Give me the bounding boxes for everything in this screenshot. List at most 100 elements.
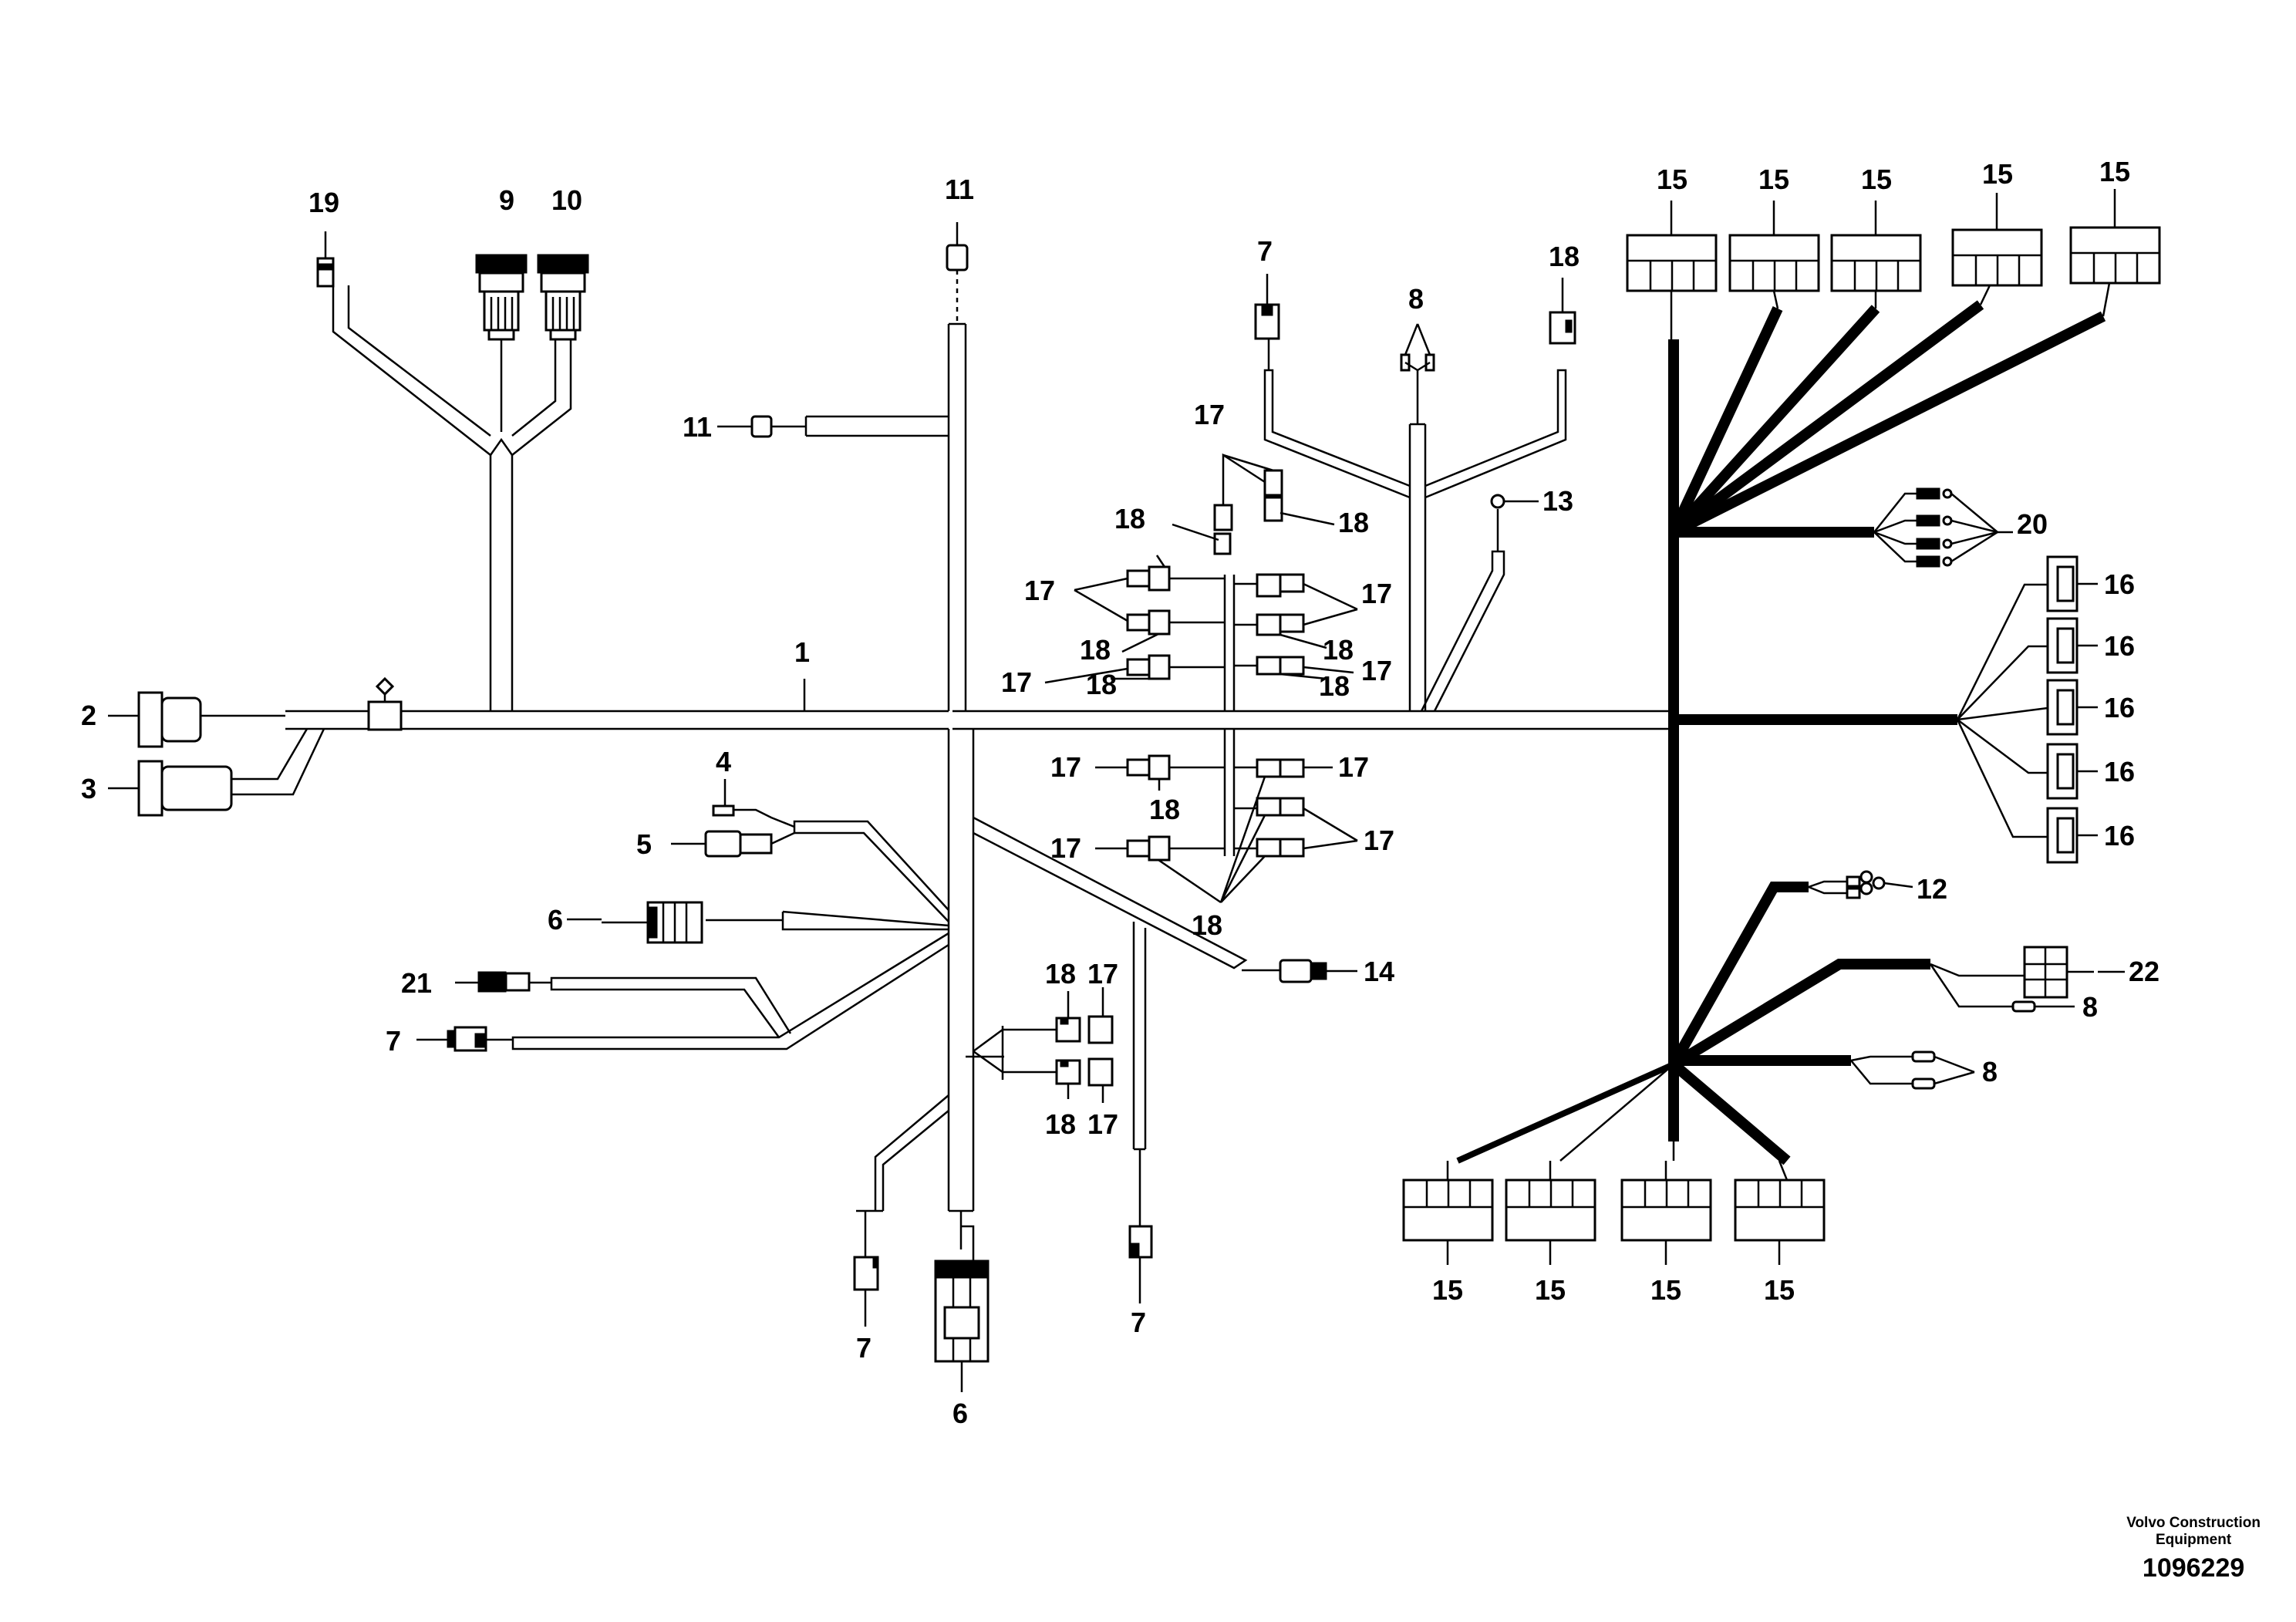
connector-15-top-4 bbox=[1951, 193, 2043, 305]
callout-4: 4 bbox=[716, 746, 731, 777]
callout-18-left-2: 18 bbox=[1086, 669, 1117, 700]
connector-11-left bbox=[717, 415, 773, 438]
connector-3 bbox=[137, 760, 233, 817]
connector-20-set bbox=[1916, 487, 1998, 568]
callout-labels: 1 2 3 4 5 6 6 7 7 7 7 8 8 8 9 10 11 11 1… bbox=[81, 156, 2159, 1429]
company-name-line1: Volvo Construction bbox=[2126, 1515, 2261, 1531]
connector-16-stack bbox=[2046, 555, 2098, 864]
callout-7-bottom-left: 7 bbox=[856, 1332, 872, 1364]
callout-20: 20 bbox=[2017, 508, 2048, 540]
callout-7-bottom-right: 7 bbox=[1131, 1307, 1146, 1338]
callout-10: 10 bbox=[551, 184, 582, 216]
bottom-branches bbox=[856, 1026, 1057, 1265]
callout-18-upper-left: 18 bbox=[1114, 503, 1145, 534]
callout-11-left: 11 bbox=[683, 411, 712, 443]
callout-18-left-1: 18 bbox=[1080, 634, 1111, 666]
connector-13 bbox=[1490, 494, 1539, 509]
callout-17-bottom-2: 17 bbox=[1087, 1108, 1118, 1140]
callout-9: 9 bbox=[499, 184, 514, 216]
connector-7-bottom-left bbox=[853, 1256, 879, 1327]
diamond-marker bbox=[375, 676, 395, 696]
callout-18-right-2: 18 bbox=[1319, 670, 1350, 702]
connector-14 bbox=[1279, 959, 1357, 983]
callout-8-top: 8 bbox=[1408, 283, 1424, 315]
connector-6-left bbox=[602, 901, 703, 944]
connector-7-top bbox=[1254, 274, 1280, 370]
callout-1: 1 bbox=[794, 636, 810, 668]
connector-11-top bbox=[946, 222, 969, 271]
connector-15-top-3 bbox=[1830, 201, 1922, 309]
connector-8-right bbox=[1911, 1000, 2075, 1090]
connector-19 bbox=[316, 231, 335, 288]
callout-17-top: 17 bbox=[1194, 399, 1225, 430]
drawing-number: 1096229 bbox=[2142, 1553, 2245, 1583]
callout-3: 3 bbox=[81, 773, 96, 804]
callout-8-right-lower: 8 bbox=[1982, 1056, 1998, 1088]
connector-8-top-pair bbox=[1400, 323, 1435, 372]
connector-4 bbox=[712, 779, 795, 828]
callout-15-t2: 15 bbox=[1758, 164, 1789, 195]
connector-21 bbox=[455, 971, 551, 993]
callout-18-top: 18 bbox=[1549, 241, 1580, 272]
connector-18-top bbox=[1549, 278, 1576, 345]
callout-17-left-2: 17 bbox=[1001, 666, 1032, 698]
lower-left-branches bbox=[511, 820, 949, 1050]
callout-21: 21 bbox=[401, 967, 432, 999]
connector-12 bbox=[1846, 870, 1913, 899]
callout-22: 22 bbox=[2129, 956, 2159, 987]
callout-17-left-1: 17 bbox=[1024, 575, 1055, 606]
callout-15-b2: 15 bbox=[1535, 1274, 1566, 1306]
callout-15-t5: 15 bbox=[2099, 156, 2130, 187]
callout-15-t1: 15 bbox=[1657, 164, 1687, 195]
callout-16-d: 16 bbox=[2104, 756, 2135, 787]
connector-15-top-5 bbox=[2069, 189, 2161, 317]
callout-17-right-1: 17 bbox=[1361, 578, 1392, 609]
connector-22 bbox=[2023, 946, 2094, 999]
connector-15-bottom-3 bbox=[1620, 1161, 1712, 1265]
callout-6-bottom: 6 bbox=[952, 1398, 968, 1429]
connector-7-bottom-right bbox=[1128, 1225, 1153, 1303]
connector-10 bbox=[537, 254, 589, 341]
callout-17-right-3: 17 bbox=[1338, 751, 1369, 783]
callout-18-bottom-2: 18 bbox=[1045, 1108, 1076, 1140]
connector-15-top-1 bbox=[1626, 201, 1718, 339]
right-lower-diagonal-branch bbox=[973, 816, 1280, 1226]
callout-18-bottom-cluster: 18 bbox=[1192, 909, 1222, 941]
callout-16-c: 16 bbox=[2104, 692, 2135, 723]
title-block: Volvo Construction Equipment 1096229 bbox=[2126, 1515, 2261, 1583]
connector-cluster-17-18 bbox=[1055, 453, 1305, 1087]
callout-15-b3: 15 bbox=[1650, 1274, 1681, 1306]
callout-15-b4: 15 bbox=[1764, 1274, 1795, 1306]
bold-right-harness bbox=[1456, 300, 2106, 1165]
callout-7-top: 7 bbox=[1257, 235, 1273, 267]
connector-9 bbox=[475, 254, 528, 341]
connector-15-bottom-4 bbox=[1734, 1160, 1826, 1265]
callout-8-right-upper: 8 bbox=[2082, 991, 2098, 1023]
callout-6-left: 6 bbox=[548, 904, 563, 936]
callout-15-t4: 15 bbox=[1982, 158, 2013, 190]
connector-15-bottom-2 bbox=[1505, 1161, 1596, 1265]
center-vertical-branch bbox=[771, 270, 975, 1212]
callout-15-t3: 15 bbox=[1861, 164, 1892, 195]
callout-17-right-4: 17 bbox=[1364, 824, 1394, 856]
callout-17-left-4: 17 bbox=[1050, 832, 1081, 864]
callout-18-mid: 18 bbox=[1149, 794, 1180, 825]
callout-18-bottom-1: 18 bbox=[1045, 958, 1076, 990]
callout-11-top: 11 bbox=[945, 174, 974, 205]
connector-7-left bbox=[416, 1026, 513, 1052]
callout-7-left: 7 bbox=[386, 1025, 401, 1057]
connector-5 bbox=[671, 830, 795, 858]
connector-2 bbox=[137, 691, 202, 748]
callout-15-b1: 15 bbox=[1432, 1274, 1463, 1306]
callout-leaders bbox=[108, 511, 2125, 1392]
callout-2: 2 bbox=[81, 700, 96, 731]
callout-18-right-1: 18 bbox=[1323, 634, 1354, 666]
inline-splice-block bbox=[367, 700, 403, 731]
connector-15-top-2 bbox=[1728, 201, 1820, 309]
callout-17-right-2: 17 bbox=[1361, 655, 1392, 686]
upper-right-branch bbox=[1263, 369, 1567, 712]
wire-fans bbox=[1808, 492, 2048, 1085]
callout-19: 19 bbox=[308, 187, 339, 218]
connector-15-bottom-1 bbox=[1402, 1161, 1494, 1265]
